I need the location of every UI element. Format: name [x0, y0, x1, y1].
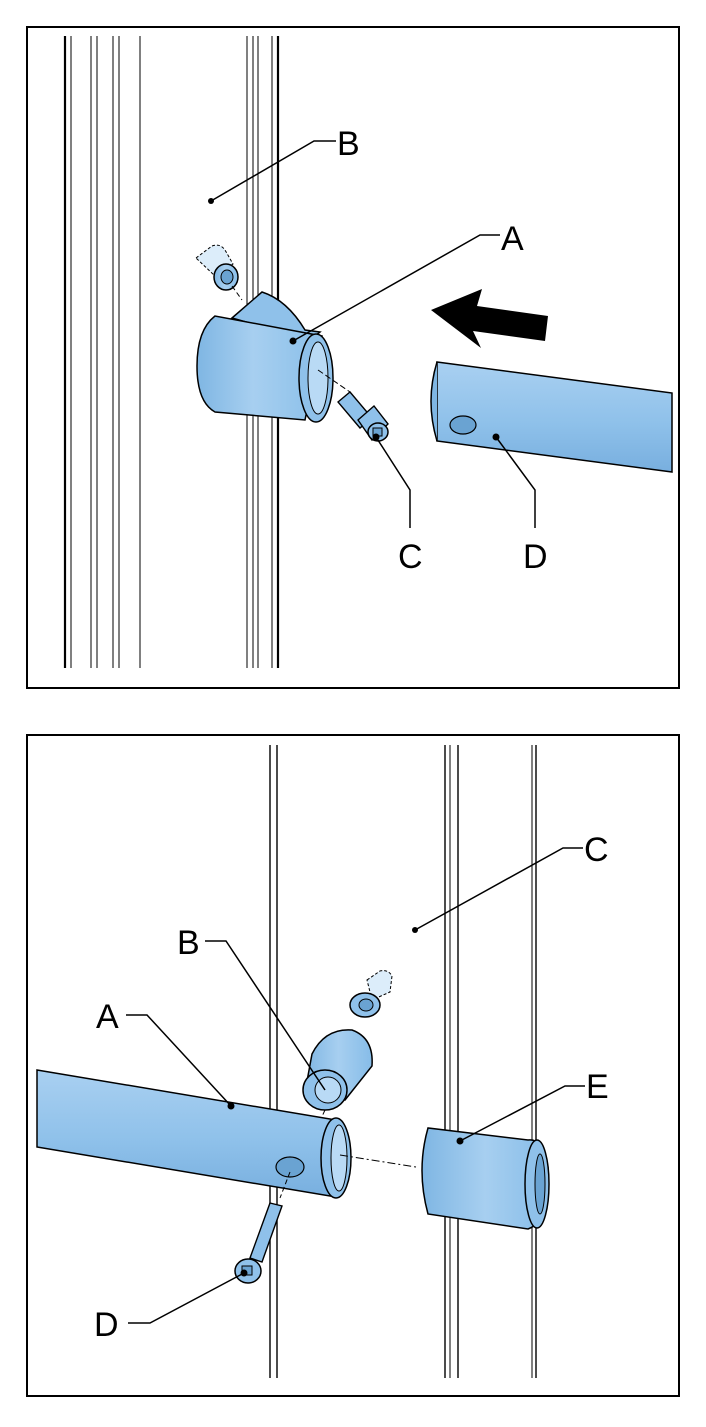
- label-b: B: [337, 125, 360, 163]
- label-a: A: [96, 998, 119, 1036]
- label-d: D: [523, 538, 548, 576]
- leader-lines: [126, 847, 585, 1324]
- washer-part: [349, 970, 393, 1018]
- label-d: D: [94, 1306, 119, 1344]
- long-tube-part: [36, 1069, 352, 1199]
- washer-part: [195, 244, 243, 301]
- axis-line: [339, 1154, 417, 1168]
- tube-part: [430, 361, 673, 473]
- bottom-frame: [26, 734, 680, 1397]
- top-illustration: B A C D: [26, 26, 680, 689]
- screw-part: [317, 369, 389, 442]
- top-frame: [26, 26, 680, 689]
- push-left-arrow-icon: [431, 289, 548, 348]
- sleeve-part: [196, 291, 334, 423]
- label-b: B: [177, 924, 200, 962]
- end-cap-part: [421, 1127, 550, 1230]
- top-panel: B A C D: [0, 0, 706, 700]
- leader-lines: [208, 140, 536, 528]
- label-c: C: [398, 538, 423, 576]
- label-e: E: [586, 1068, 609, 1106]
- bottom-panel: C B A E D: [0, 700, 706, 1422]
- upright-lines: [269, 745, 537, 1378]
- label-c: C: [584, 831, 609, 869]
- screw-part: [234, 1171, 291, 1284]
- label-a: A: [501, 220, 524, 258]
- bottom-illustration: C B A E D: [26, 734, 680, 1397]
